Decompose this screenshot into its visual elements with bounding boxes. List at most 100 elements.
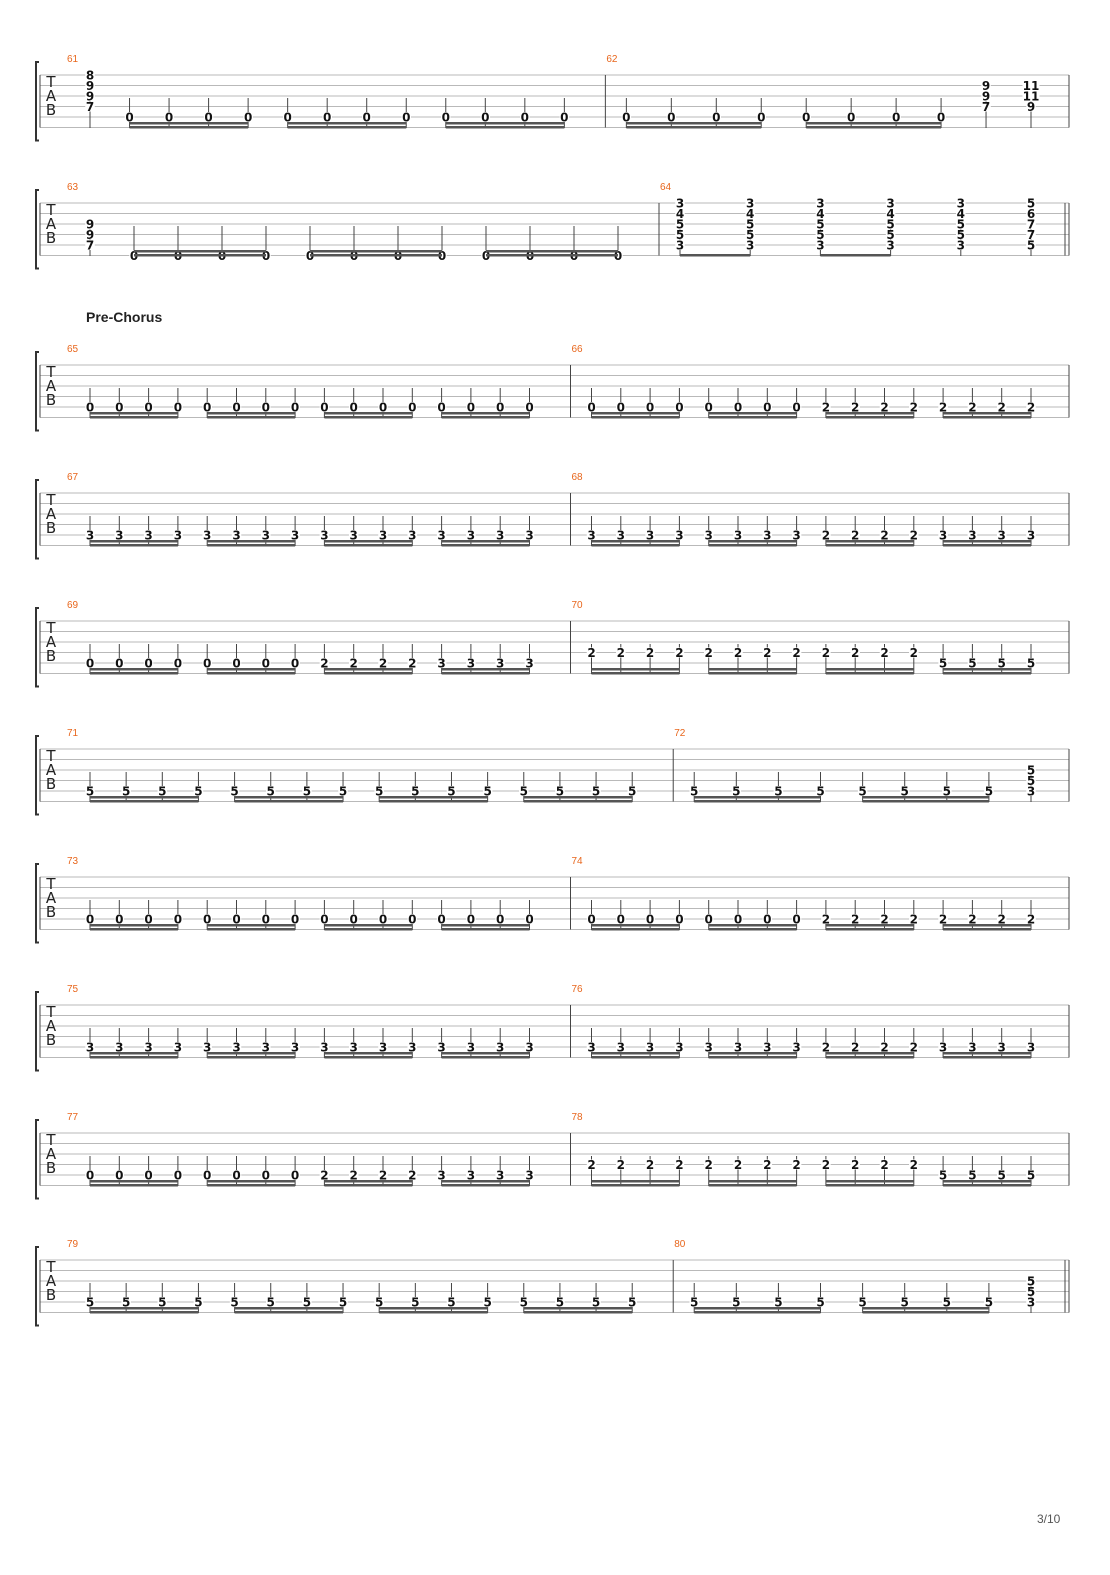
fret-background	[745, 240, 755, 250]
tab-clef-letter: T	[45, 491, 56, 509]
bar-number: 73	[67, 856, 79, 867]
bar-number: 62	[606, 54, 618, 65]
fret-background	[143, 1042, 154, 1052]
fret-number: 0	[763, 401, 771, 415]
fret-background	[378, 914, 388, 924]
fret-number: 5	[303, 1296, 311, 1310]
fret-number: 0	[86, 401, 94, 415]
fret-number: 5	[774, 1296, 782, 1310]
note-beam	[445, 126, 565, 129]
fret-background	[616, 530, 626, 540]
fret-number: 0	[174, 1169, 182, 1183]
fret-background	[265, 786, 276, 796]
fret-number: 2	[939, 913, 947, 927]
fret-background	[124, 112, 135, 122]
fret-number: 4	[816, 207, 824, 221]
fret-number: 5	[86, 785, 94, 799]
fret-background	[231, 914, 242, 924]
note-beam	[445, 122, 565, 125]
fret-background	[745, 219, 755, 229]
note-beam	[708, 668, 797, 671]
fret-number: 0	[232, 657, 240, 671]
note-beam	[324, 924, 413, 927]
fret-background	[85, 402, 95, 412]
fret-number: 9	[86, 90, 94, 104]
fret-background	[410, 786, 421, 796]
fret-background	[674, 530, 685, 540]
note-beam	[207, 416, 296, 419]
fret-number: 3	[939, 529, 947, 543]
fret-background	[586, 914, 597, 924]
fret-background	[733, 647, 743, 658]
fret-background	[616, 1042, 626, 1052]
fret-background	[645, 402, 655, 412]
fret-number: 0	[560, 111, 568, 125]
note-beam	[324, 1056, 413, 1059]
fret-background	[519, 786, 529, 796]
fret-background	[143, 530, 154, 540]
fret-number: 3	[525, 529, 533, 543]
note-beam	[708, 416, 797, 419]
fret-background	[942, 1297, 952, 1307]
note-beam	[943, 1180, 1031, 1183]
fret-number: 0	[442, 111, 450, 125]
fret-number: 3	[467, 529, 475, 543]
note-beam	[234, 1307, 344, 1310]
fret-background	[282, 112, 293, 122]
fret-number: 5	[483, 1296, 491, 1310]
fret-number: 2	[851, 401, 859, 415]
bar-number: 68	[572, 472, 584, 483]
fret-background	[338, 1297, 348, 1307]
fret-number: 2	[617, 1158, 625, 1172]
fret-number: 2	[822, 646, 830, 660]
bar-number: 63	[67, 182, 79, 193]
fret-background	[261, 1042, 271, 1052]
fret-number: 2	[320, 657, 328, 671]
fret-background	[791, 914, 802, 924]
fret-background	[879, 914, 890, 924]
note-beam	[441, 416, 530, 419]
fret-background	[791, 1042, 802, 1052]
fret-background	[378, 1170, 388, 1180]
fret-background	[745, 229, 755, 240]
fret-background	[85, 1297, 95, 1307]
fret-number: 3	[379, 529, 387, 543]
fret-number: 5	[998, 657, 1006, 671]
fret-number: 3	[886, 239, 894, 253]
fret-number: 0	[232, 401, 240, 415]
note-beam	[129, 126, 249, 129]
note-beam	[90, 1307, 199, 1310]
note-beam	[694, 796, 821, 799]
tab-system-2: TAB6399700000000000064345533455334553345…	[35, 182, 1070, 270]
fret-background	[374, 1297, 384, 1307]
fret-number: 3	[705, 1041, 713, 1055]
fret-number: 0	[125, 111, 133, 125]
fret-number: 0	[115, 401, 123, 415]
fret-background	[519, 1297, 529, 1307]
fret-number: 3	[957, 197, 965, 211]
note-beam	[90, 412, 178, 415]
note-beam	[90, 668, 178, 671]
fret-number: 0	[617, 913, 625, 927]
note-beam	[324, 540, 413, 543]
fret-background	[815, 786, 826, 796]
tab-clef-letter: T	[45, 1003, 56, 1021]
fret-number: 2	[1027, 913, 1035, 927]
fret-number: 2	[822, 1158, 830, 1172]
fret-number: 2	[675, 646, 683, 660]
fret-background	[319, 658, 330, 668]
fret-number: 5	[194, 785, 202, 799]
fret-number: 0	[467, 913, 475, 927]
fret-number: 5	[1027, 239, 1035, 253]
fret-number: 3	[676, 239, 684, 253]
tab-clef-letter: A	[46, 215, 57, 233]
fret-number: 0	[86, 1169, 94, 1183]
fret-number: 0	[402, 111, 410, 125]
fret-number: 3	[939, 1041, 947, 1055]
fret-background	[322, 112, 332, 122]
bar-number: 67	[67, 472, 79, 483]
fret-background	[436, 914, 447, 924]
fret-background	[791, 530, 802, 540]
fret-number: 3	[646, 529, 654, 543]
